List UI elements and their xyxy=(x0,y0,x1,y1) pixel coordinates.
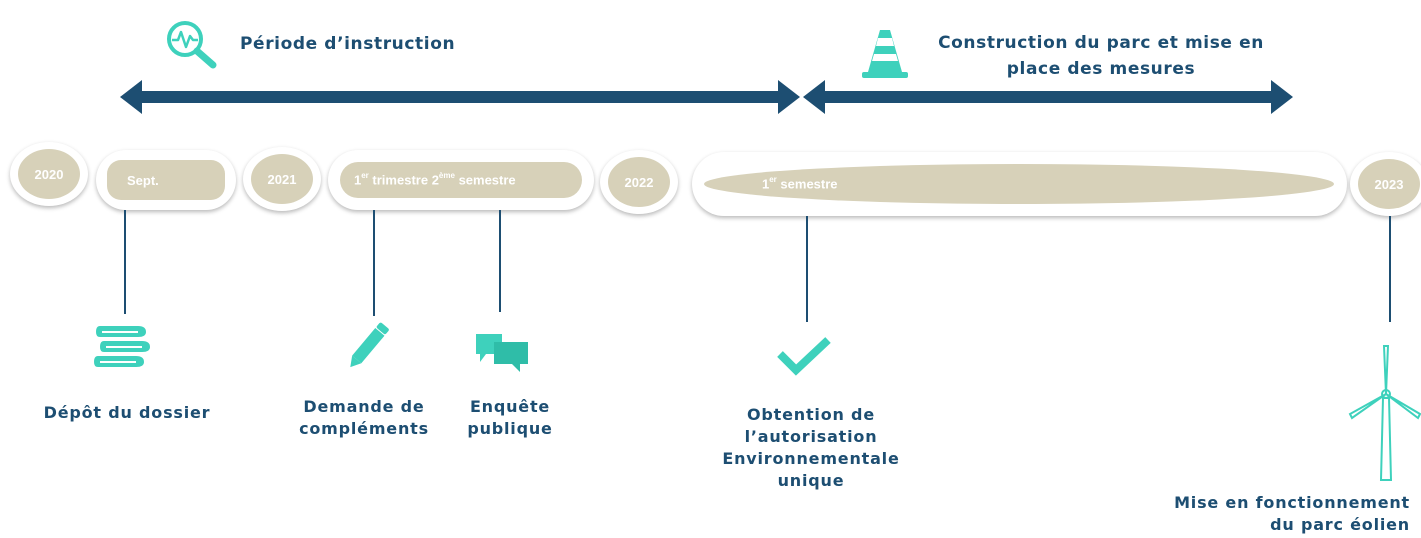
instruction-period-arrow xyxy=(120,78,800,116)
books-icon xyxy=(88,324,158,372)
year-2020-badge: 2020 xyxy=(10,142,88,206)
first-trimestre-label: 1er trimestre xyxy=(354,171,429,188)
autorisation-label-line2: l’autorisation xyxy=(744,427,878,446)
year-2020-text: 2020 xyxy=(34,166,64,182)
enquete-label-line2: publique xyxy=(467,419,553,438)
first-semestre-label: 1er semestre xyxy=(762,175,838,192)
fonctionnement-label: Mise en fonctionnement du parc éolien xyxy=(1128,492,1410,536)
first-semestre-2022-pill: 1er semestre xyxy=(692,152,1347,216)
autorisation-connector xyxy=(806,216,808,322)
year-2021-badge: 2021 xyxy=(243,147,321,211)
sept-pill: Sept. xyxy=(96,150,236,210)
enquete-connector xyxy=(499,210,501,312)
trimestre-semestre-pill: 1er trimestre 2ème semestre xyxy=(328,150,594,210)
fonctionnement-label-line1: Mise en fonctionnement xyxy=(1174,493,1410,512)
year-2022-badge: 2022 xyxy=(600,150,678,214)
complements-label-line2: compléments xyxy=(299,419,429,438)
sept-text: Sept. xyxy=(127,172,159,188)
search-pulse-icon xyxy=(163,18,219,70)
year-2023-badge: 2023 xyxy=(1350,152,1421,216)
year-2021-text: 2021 xyxy=(267,171,297,187)
enquete-label-line1: Enquête xyxy=(469,397,551,416)
checkmark-icon xyxy=(776,336,832,378)
construction-period-arrow xyxy=(803,78,1293,116)
fonctionnement-label-line2: du parc éolien xyxy=(1270,515,1410,534)
depot-connector xyxy=(124,210,126,314)
fonctionnement-connector xyxy=(1389,216,1391,322)
pencil-icon xyxy=(340,314,402,374)
traffic-cone-icon xyxy=(860,28,910,80)
year-2023-text: 2023 xyxy=(1374,176,1404,192)
autorisation-label: Obtention de l’autorisation Environnemen… xyxy=(716,404,906,492)
chat-bubbles-icon xyxy=(474,332,530,372)
depot-label: Dépôt du dossier xyxy=(43,403,211,422)
autorisation-label-line4: unique xyxy=(777,471,845,490)
autorisation-label-line3: Environnementale xyxy=(722,449,900,468)
complements-label-line1: Demande de xyxy=(303,397,425,416)
year-2022-text: 2022 xyxy=(624,174,654,190)
enquete-label: Enquête publique xyxy=(450,396,570,440)
construction-phase-label: Construction du parc et mise en place de… xyxy=(918,30,1284,82)
instruction-phase-label: Période d’instruction xyxy=(240,34,456,54)
complements-connector xyxy=(373,210,375,316)
autorisation-label-line1: Obtention de xyxy=(747,405,875,424)
complements-label: Demande de compléments xyxy=(284,396,444,440)
construction-label-line1: Construction du parc et mise en xyxy=(938,33,1264,53)
construction-label-line2: place des mesures xyxy=(1006,59,1196,79)
wind-turbine-icon xyxy=(1348,342,1421,482)
second-semestre-label: 2ème semestre xyxy=(431,171,516,188)
